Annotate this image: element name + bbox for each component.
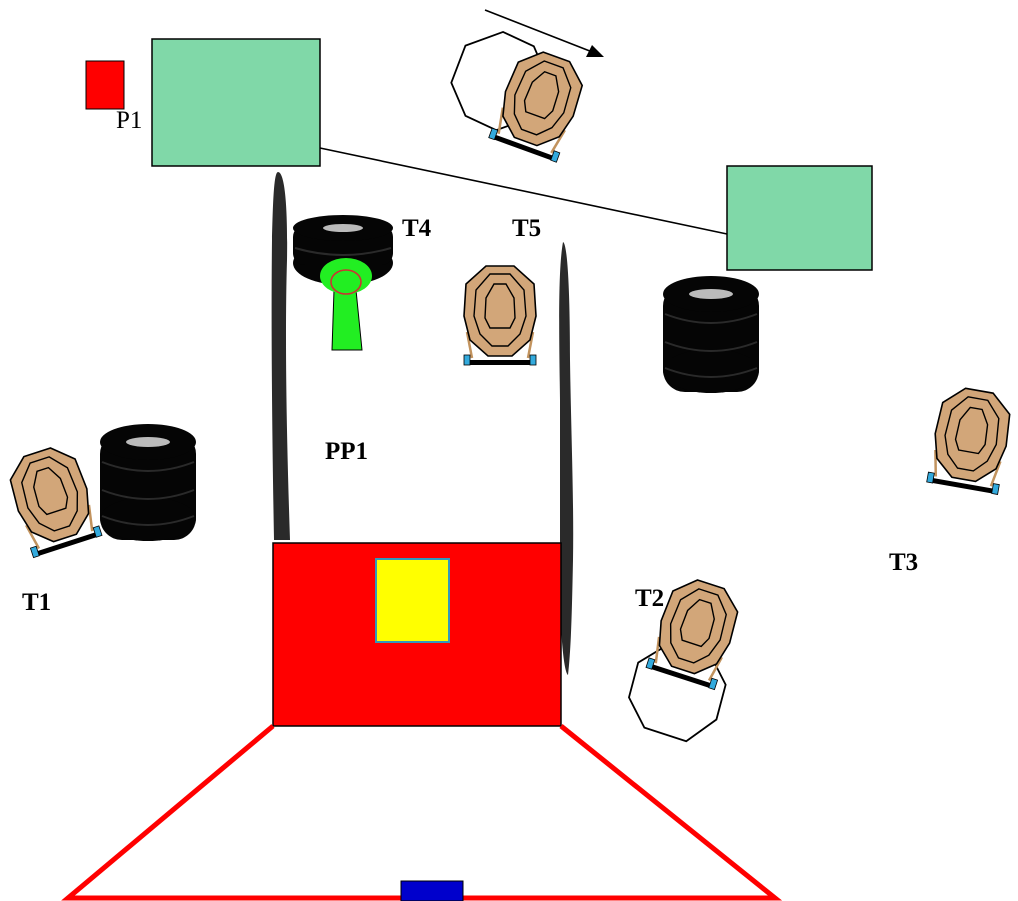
target-t5-icon (462, 264, 538, 367)
target-top (440, 22, 592, 164)
green-panel-right (726, 165, 873, 271)
panel-connector-line (319, 147, 728, 235)
label-t4: T4 (402, 215, 432, 242)
green-panel-p1 (151, 38, 321, 167)
label-pp1: PP1 (325, 438, 368, 465)
tire-stack-right-icon (662, 275, 760, 394)
tire-stack-left-icon (99, 423, 197, 542)
start-position-marker (400, 880, 464, 901)
label-t2: T2 (635, 585, 664, 612)
start-area-fault-lines (61, 724, 783, 901)
wall-right (559, 242, 574, 675)
target-t1-icon (1, 439, 104, 559)
movement-arrow-icon (484, 9, 604, 57)
label-t1: T1 (22, 589, 51, 616)
label-t5: T5 (512, 215, 541, 242)
label-t3: T3 (889, 549, 918, 576)
popper-icon (320, 258, 372, 351)
start-marker-box (85, 60, 125, 110)
label-p1: P1 (116, 107, 142, 134)
target-t3-icon (925, 383, 1017, 496)
wall-left (271, 172, 290, 540)
yellow-barricade (375, 558, 450, 643)
